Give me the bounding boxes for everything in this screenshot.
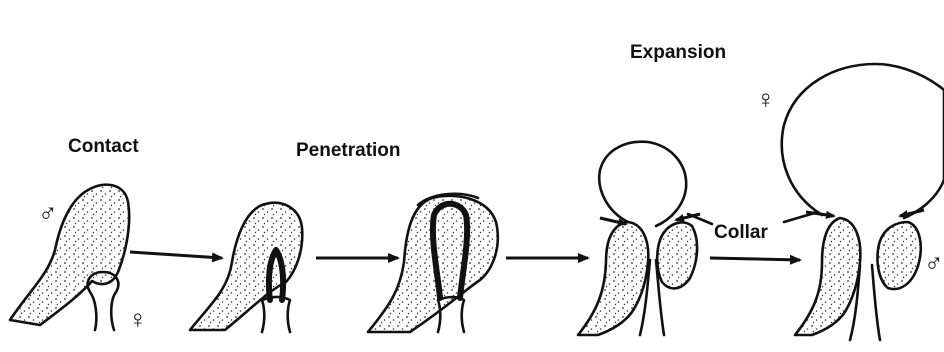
stage-contact-figure: ♂ ♀: [10, 185, 148, 334]
male-cell-right-final: [877, 222, 920, 289]
male-symbol-final: ♂: [924, 248, 944, 278]
stage-penetration-late-figure: [368, 194, 498, 332]
male-cell-penetration-early: [190, 203, 302, 330]
female-bulb-expansion: [599, 142, 686, 226]
stage-final-figure: ♀ ♂: [756, 64, 944, 340]
female-cell-penetration-early: [262, 297, 290, 332]
female-symbol-contact: ♀: [128, 304, 148, 334]
male-cell-left-final: [795, 218, 860, 335]
collar-label: Collar: [714, 222, 768, 243]
stage-expansion-figure: [578, 142, 700, 335]
male-cell-right-expansion: [657, 222, 697, 288]
stage-label-penetration: Penetration: [296, 140, 401, 161]
arrow-4: [710, 258, 800, 260]
arrow-1: [130, 252, 222, 258]
stage-label-contact: Contact: [68, 136, 139, 157]
female-symbol-final: ♀: [756, 84, 776, 114]
male-cell-left-expansion: [578, 222, 648, 335]
stage-penetration-early-figure: [190, 203, 302, 332]
stage-label-expansion: Expansion: [630, 42, 726, 63]
male-symbol-contact: ♂: [38, 198, 58, 228]
female-large-bulb-final: [782, 64, 944, 218]
